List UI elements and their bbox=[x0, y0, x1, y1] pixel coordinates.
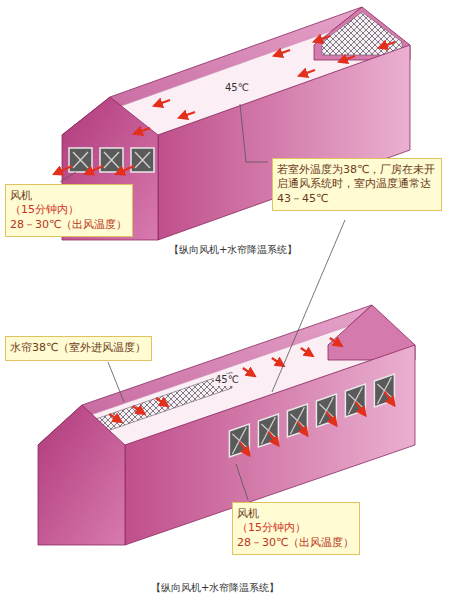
temperature-label: 45℃ bbox=[224, 82, 250, 94]
callout-text: 28－30℃（出风温度） bbox=[10, 218, 127, 232]
fans bbox=[69, 148, 154, 172]
airflow-arrow bbox=[330, 338, 342, 346]
callout-text: （15分钟内） bbox=[10, 203, 79, 217]
airflow-arrow bbox=[109, 414, 121, 422]
fan bbox=[374, 374, 394, 407]
airflow-arrow bbox=[384, 392, 394, 406]
fan bbox=[345, 384, 365, 417]
airflow-arrow bbox=[314, 36, 330, 42]
figure-caption: 【纵向风机+水帘降温系统】 bbox=[168, 244, 298, 256]
fan bbox=[316, 394, 336, 427]
leader-line bbox=[60, 172, 76, 182]
airflow-arrows bbox=[54, 36, 395, 456]
airflow-arrow bbox=[116, 166, 134, 174]
airflow-arrow bbox=[274, 50, 290, 56]
callout-text: 水帘38℃（室外进风温度） bbox=[10, 341, 146, 355]
callout-box: 水帘38℃（室外进风温度） bbox=[5, 336, 152, 361]
fan bbox=[258, 414, 278, 447]
callout-text: 若室外温度为38℃，厂房在未开启通风系统时，室内温度通常达43－45℃ bbox=[277, 163, 437, 206]
callout-box: 风机（15分钟内）28－30℃（出风温度） bbox=[5, 184, 133, 237]
callout-box: 若室外温度为38℃，厂房在未开启通风系统时，室内温度通常达43－45℃ bbox=[272, 158, 442, 211]
airflow-arrow bbox=[156, 398, 168, 406]
airflow-arrow bbox=[133, 406, 145, 414]
fan-blades bbox=[73, 152, 150, 168]
airflow-arrow bbox=[54, 166, 72, 174]
airflow-arrow bbox=[299, 70, 315, 76]
callout-text: 风机 bbox=[237, 507, 259, 521]
airflow-arrow bbox=[272, 358, 284, 366]
airflow-arrow bbox=[301, 348, 313, 356]
callout-text: （15分钟内） bbox=[237, 521, 306, 535]
airflow-arrow bbox=[239, 442, 249, 456]
airflow-arrow bbox=[179, 112, 195, 118]
figure-caption: 【纵向风机+水帘降温系统】 bbox=[150, 582, 280, 594]
airflow-arrow bbox=[297, 422, 307, 436]
airflow-arrow bbox=[268, 432, 278, 446]
airflow-arrow bbox=[355, 402, 365, 416]
fan bbox=[287, 404, 307, 437]
fan bbox=[229, 424, 249, 457]
callout-text: 风机 bbox=[10, 189, 32, 203]
leader-line bbox=[108, 362, 124, 402]
leader-line bbox=[240, 104, 268, 162]
airflow-arrow bbox=[326, 412, 336, 426]
airflow-arrow bbox=[134, 128, 150, 134]
airflow-arrow bbox=[243, 368, 255, 376]
front-gable bbox=[38, 405, 125, 545]
callout-box: 风机（15分钟内）28－30℃（出风温度） bbox=[232, 502, 360, 555]
temperature-label: 45℃ bbox=[214, 374, 240, 386]
airflow-arrow bbox=[154, 100, 170, 106]
callout-text: 28－30℃（出风温度） bbox=[237, 536, 354, 550]
cooling-pad bbox=[322, 12, 402, 55]
airflow-arrow bbox=[339, 56, 355, 62]
airflow-arrow bbox=[85, 166, 103, 174]
leader-line bbox=[236, 464, 248, 500]
airflow-arrow bbox=[379, 42, 395, 48]
fans bbox=[229, 374, 394, 457]
